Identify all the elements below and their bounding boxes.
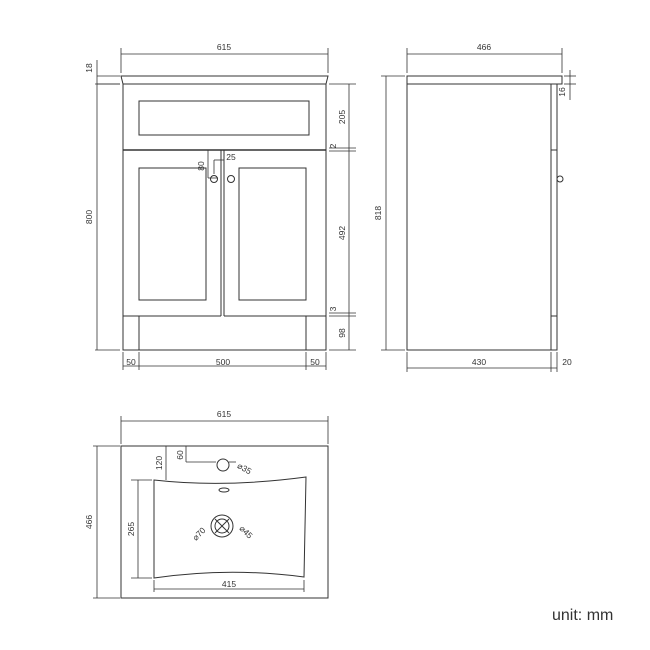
dim-label: 500	[216, 357, 230, 367]
dim-label: 3	[328, 306, 338, 311]
basin-bowl	[153, 476, 307, 579]
dim-label: 98	[337, 328, 347, 338]
dim-label: 466	[477, 42, 491, 52]
dim-label: 60	[175, 450, 185, 460]
side-elevation: 466 818 16 430 20	[373, 42, 576, 372]
plan-outline	[120, 445, 329, 599]
tap-hole	[216, 458, 230, 472]
dim-handle: 80 25	[196, 150, 236, 179]
dim-label: 265	[126, 522, 136, 536]
dim-side-height: 818	[373, 75, 405, 351]
knob-left	[210, 175, 218, 183]
dim-front-height: 800	[84, 83, 120, 351]
side-door-profile	[551, 83, 558, 351]
dim-side-top: 16	[557, 70, 576, 100]
dim-plan-depth: 466	[84, 445, 120, 599]
dim-plan-width: 615	[120, 409, 329, 444]
dim-label: 25	[226, 152, 236, 162]
door-left-panel	[138, 167, 207, 301]
dim-label: ⌀70	[190, 525, 208, 543]
dim-label: ⌀35	[236, 460, 254, 476]
side-body	[406, 84, 552, 351]
dim-label: 800	[84, 210, 94, 224]
dim-side-depth: 466	[406, 42, 563, 73]
side-knob	[556, 175, 564, 183]
dim-label: 205	[337, 110, 347, 124]
front-elevation: 615 18 800 205 2 492 3	[84, 42, 356, 370]
waste-inner	[214, 518, 230, 534]
dim-front-bottom: 50 500 50	[122, 352, 327, 370]
dim-label: 492	[337, 226, 347, 240]
dim-side-bottom: 430 20	[406, 352, 572, 372]
dim-label: 120	[154, 456, 164, 470]
dim-front-right-chain: 205 2 492 3 98	[328, 83, 356, 351]
basin-top	[120, 75, 329, 85]
dim-label: 80	[196, 161, 206, 171]
dim-label: 20	[562, 357, 572, 367]
dim-label: 615	[217, 409, 231, 419]
overflow-slot	[218, 487, 230, 493]
dim-label: 415	[222, 579, 236, 589]
dim-label: 16	[557, 87, 567, 97]
door-right-panel	[238, 167, 307, 301]
dim-label: 430	[472, 357, 486, 367]
dim-label: 18	[84, 63, 94, 73]
dim-label: 818	[373, 206, 383, 220]
dim-front-width: 615	[120, 42, 329, 73]
dim-label: 50	[310, 357, 320, 367]
dim-plan-tap: 120 60 ⌀35	[154, 446, 254, 480]
waste-outer	[210, 514, 234, 538]
plan-view: 615 466 120 60 ⌀35 265 415	[84, 409, 329, 599]
dim-front-top: 18	[84, 60, 120, 85]
cabinet-body	[122, 83, 327, 351]
unit-label: unit: mm	[552, 607, 614, 624]
knob-right	[227, 175, 235, 183]
drawer-panel	[138, 100, 310, 136]
side-basin-top	[406, 75, 563, 85]
waste-cross-2	[214, 518, 230, 534]
dim-label: 615	[217, 42, 231, 52]
dim-label: 466	[84, 515, 94, 529]
dim-label: ⌀45	[237, 523, 255, 541]
dim-label: 2	[328, 143, 338, 148]
dim-plan-bowl: 265 415	[126, 479, 305, 592]
dim-label: 50	[126, 357, 136, 367]
